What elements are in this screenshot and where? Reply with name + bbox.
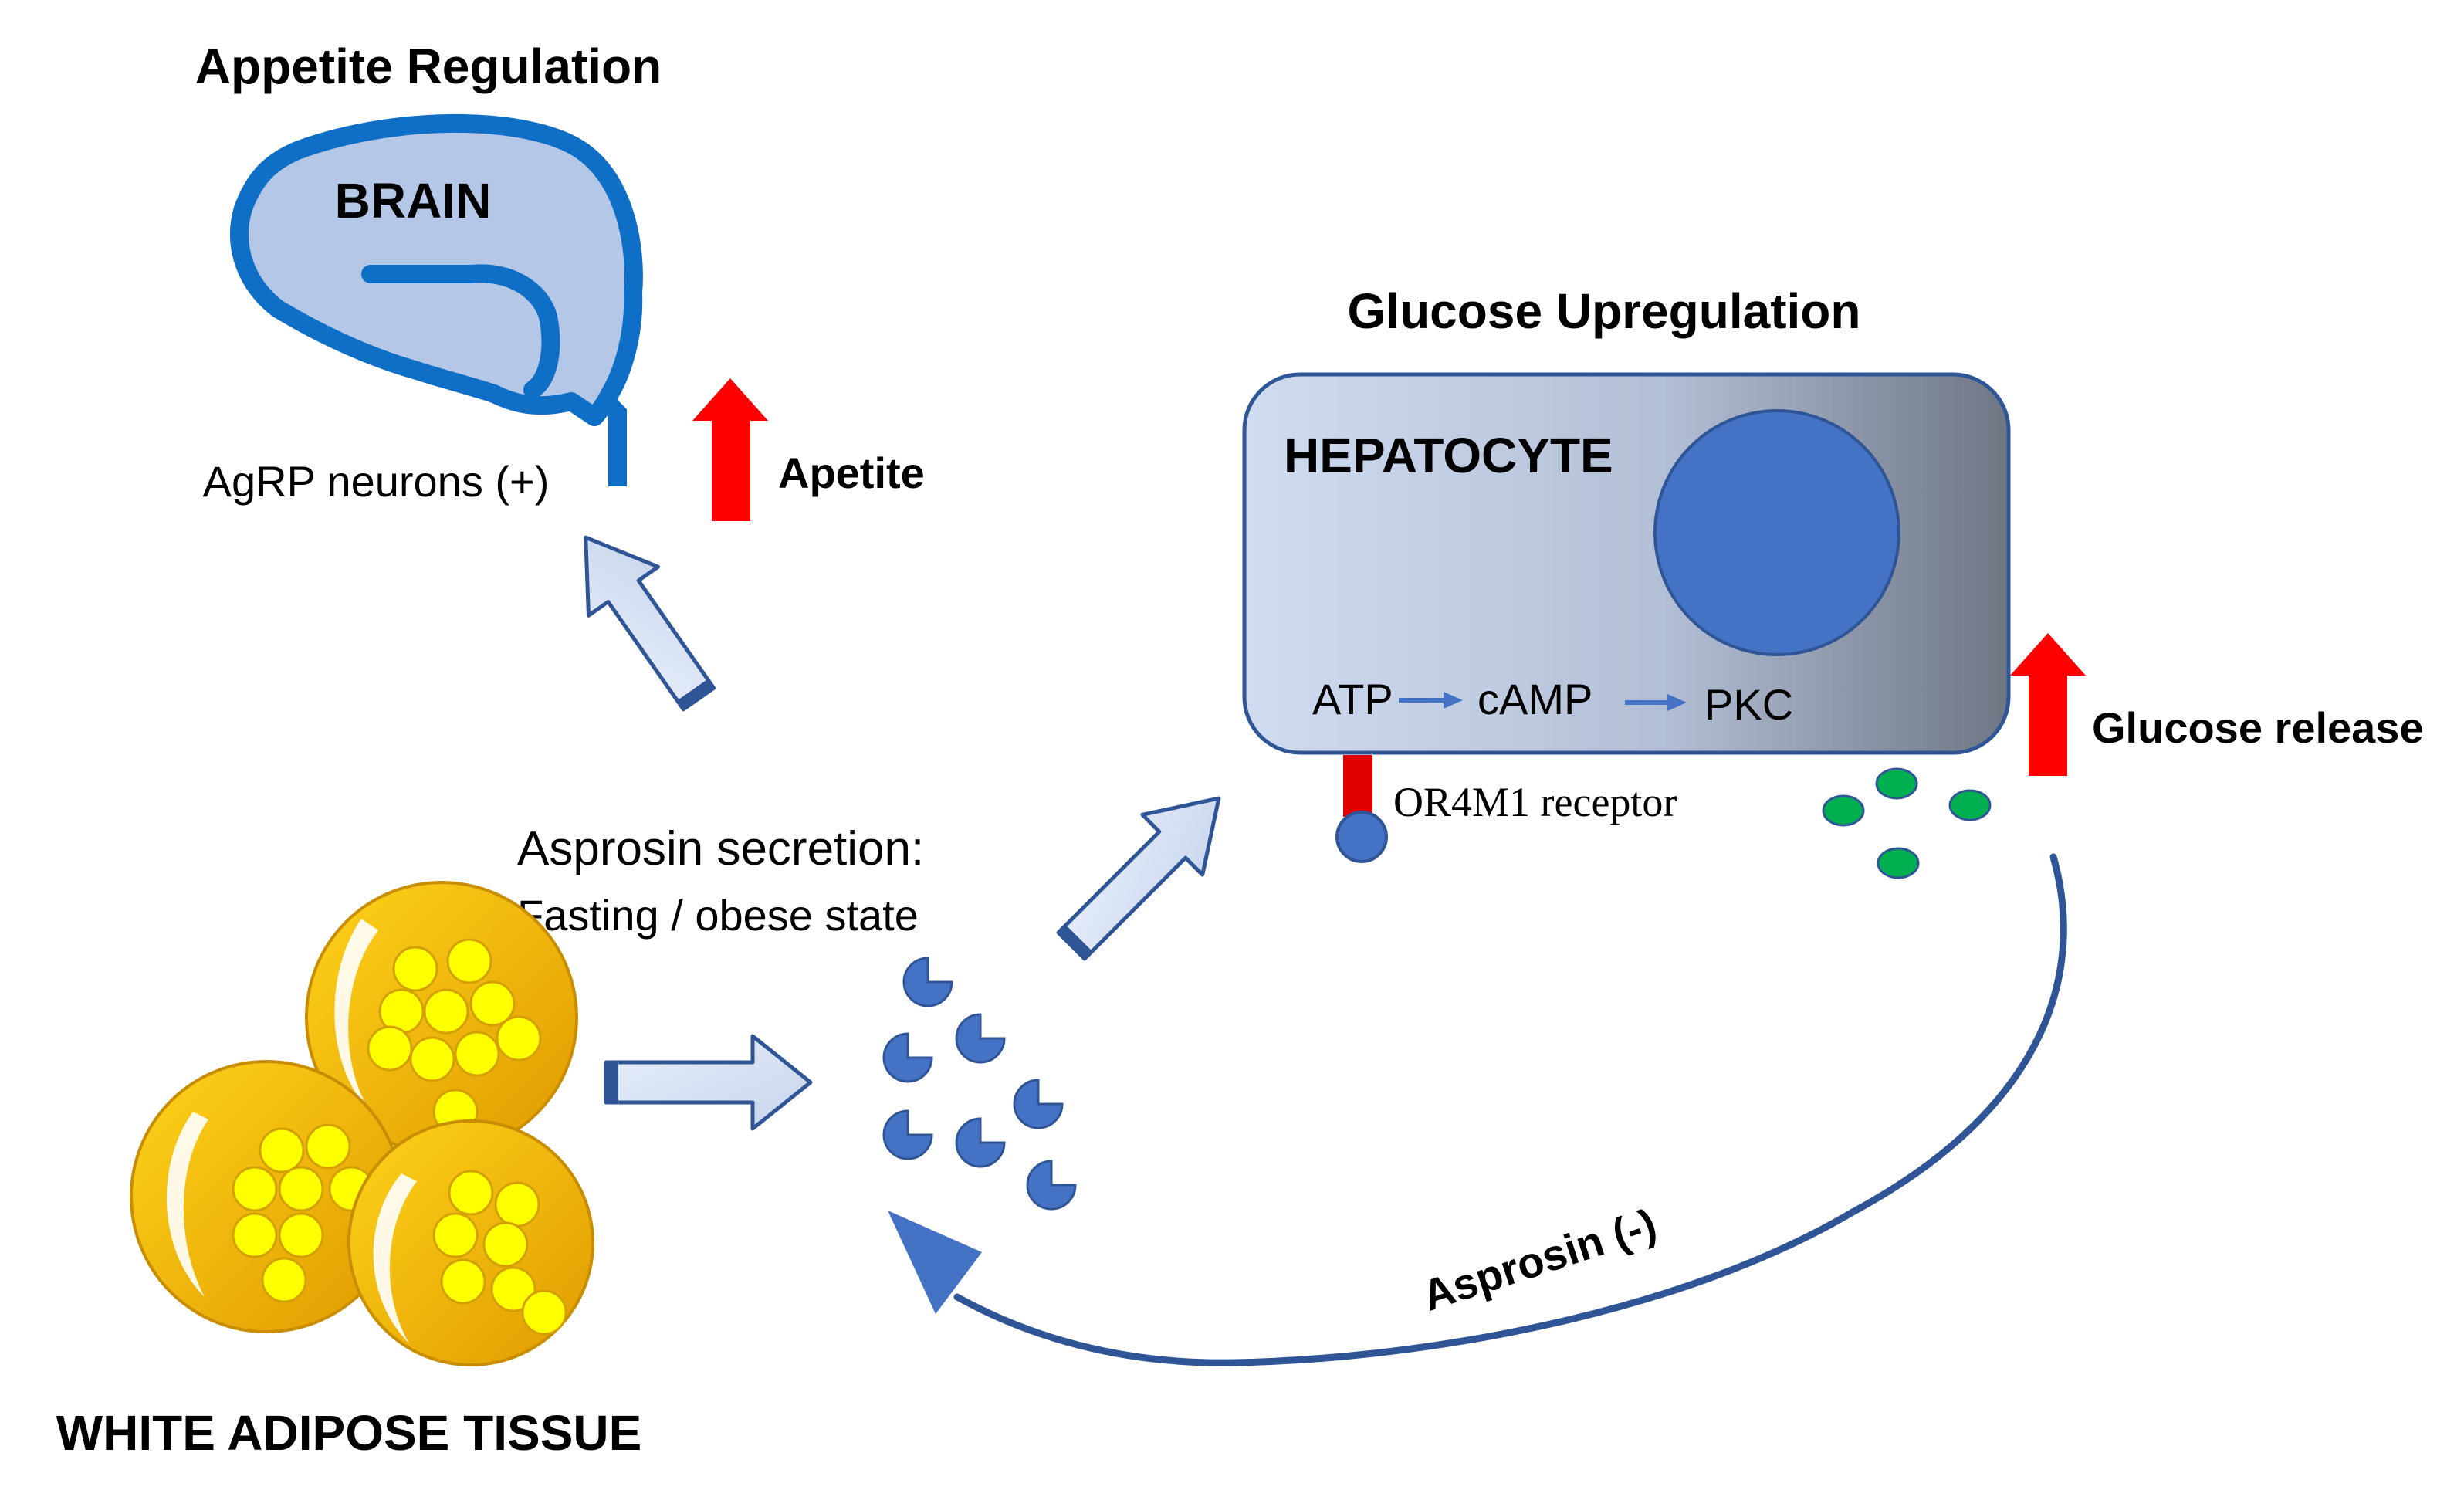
pathway-camp: cAMP <box>1477 675 1592 723</box>
hepatocyte-nucleus <box>1653 409 1900 656</box>
pathway-arrow-1-icon <box>1399 692 1463 709</box>
adipocyte-right <box>347 1119 594 1366</box>
adipocyte-top <box>305 881 578 1154</box>
adipose-tissue-icon <box>130 881 594 1366</box>
hepatocyte-label: HEPATOCYTE <box>1284 428 1613 483</box>
title-glucose-upregulation: Glucose Upregulation <box>1348 283 1861 339</box>
arrow-to-brain-icon <box>584 535 716 712</box>
apetite-label: Apetite <box>778 449 925 497</box>
arrow-to-hepatocyte-icon <box>1056 796 1221 961</box>
agrp-neurons-label: AgRP neurons (+) <box>203 457 550 506</box>
arrow-from-adipose-icon <box>604 1034 813 1131</box>
brain-icon <box>230 113 643 486</box>
or4m1-receptor-icon <box>1335 755 1388 863</box>
feedback-arrow-icon <box>888 853 2067 1366</box>
adipose-tissue-label: WHITE ADIPOSE TISSUE <box>56 1405 642 1461</box>
secretion-subtitle: Fasting / obese state <box>517 891 919 940</box>
receptor-label: OR4M1 receptor <box>1393 779 1677 825</box>
secretion-title: Asprosin secretion: <box>517 822 924 875</box>
asprosin-molecules-icon <box>882 957 1077 1211</box>
glucose-up-arrow-icon <box>2010 633 2086 776</box>
title-appetite-regulation: Appetite Regulation <box>195 39 662 94</box>
glucose-molecules-icon <box>1822 767 1992 879</box>
brain-label: BRAIN <box>335 173 492 229</box>
glucose-release-label: Glucose release <box>2092 703 2424 752</box>
adipocyte-left <box>130 1060 403 1333</box>
pathway-atp: ATP <box>1312 675 1393 723</box>
appetite-up-arrow-icon <box>692 378 768 521</box>
pathway-pkc: PKC <box>1704 680 1793 729</box>
pathway-arrow-2-icon <box>1625 694 1687 711</box>
